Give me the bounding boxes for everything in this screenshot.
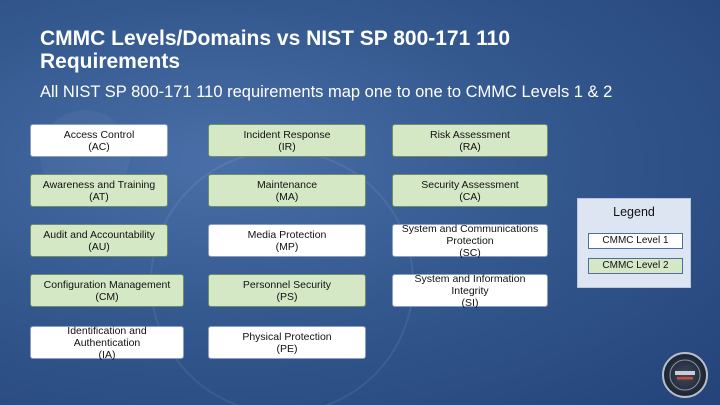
domain-code: (MA) [275, 190, 299, 203]
domain-name: Configuration Management [43, 278, 171, 291]
legend-item-level-1: CMMC Level 1 [588, 233, 683, 249]
domain-code: (AT) [89, 190, 109, 203]
domain-name: Maintenance [256, 178, 318, 191]
domain-code: (MP) [275, 240, 299, 253]
domain-box-cm: Configuration Management (CM) [30, 274, 184, 307]
domain-name: Risk Assessment [430, 128, 510, 141]
slide-subtitle: All NIST SP 800-171 110 requirements map… [40, 83, 613, 101]
legend: Legend CMMC Level 1 CMMC Level 2 [577, 198, 691, 288]
cmmc-academy-logo-icon [662, 352, 708, 398]
domain-name: System and Information Integrity [414, 272, 526, 297]
slide-title: CMMC Levels/Domains vs NIST SP 800-171 1… [40, 27, 510, 73]
domain-box-mp: Media Protection (MP) [208, 224, 366, 257]
domain-box-ac: Access Control (AC) [30, 124, 168, 157]
domain-code: (CA) [459, 190, 481, 203]
domain-name: Identification and Authentication [67, 324, 147, 349]
domain-code: (SI) [461, 296, 479, 309]
domain-code: (IR) [278, 140, 296, 153]
domain-box-ps: Personnel Security (PS) [208, 274, 366, 307]
domain-name: Security Assessment [421, 178, 519, 191]
domain-code: (SC) [459, 246, 481, 259]
domain-box-si: System and Information Integrity (SI) [392, 272, 548, 309]
domain-code: (PS) [276, 290, 298, 303]
domain-code: (AC) [88, 140, 110, 153]
domain-code: (IA) [98, 348, 116, 361]
domain-box-ra: Risk Assessment (RA) [392, 124, 548, 157]
logo-graphic [669, 359, 701, 391]
domain-name: Media Protection [247, 228, 327, 241]
domain-box-sc: System and Communications Protection (SC… [392, 222, 548, 259]
domain-name: Personnel Security [242, 278, 332, 291]
domain-name: Access Control [63, 128, 135, 141]
domain-name: Incident Response [243, 128, 331, 141]
legend-item-level-2: CMMC Level 2 [588, 258, 683, 274]
domain-code: (PE) [276, 342, 298, 355]
domain-box-pe: Physical Protection (PE) [208, 326, 366, 359]
domain-box-ma: Maintenance (MA) [208, 174, 366, 207]
domain-code: (RA) [459, 140, 481, 153]
domain-box-ir: Incident Response (IR) [208, 124, 366, 157]
legend-title: Legend [613, 205, 655, 219]
domain-name: Physical Protection [242, 330, 332, 343]
domain-name: System and Communications Protection [401, 222, 539, 247]
domain-box-ca: Security Assessment (CA) [392, 174, 548, 207]
domain-box-at: Awareness and Training (AT) [30, 174, 168, 207]
domain-code: (AU) [88, 240, 110, 253]
domain-box-au: Audit and Accountability (AU) [30, 224, 168, 257]
domain-code: (CM) [95, 290, 119, 303]
domain-name: Awareness and Training [42, 178, 156, 191]
domain-name: Audit and Accountability [43, 228, 155, 241]
domain-box-ia: Identification and Authentication (IA) [30, 324, 184, 361]
